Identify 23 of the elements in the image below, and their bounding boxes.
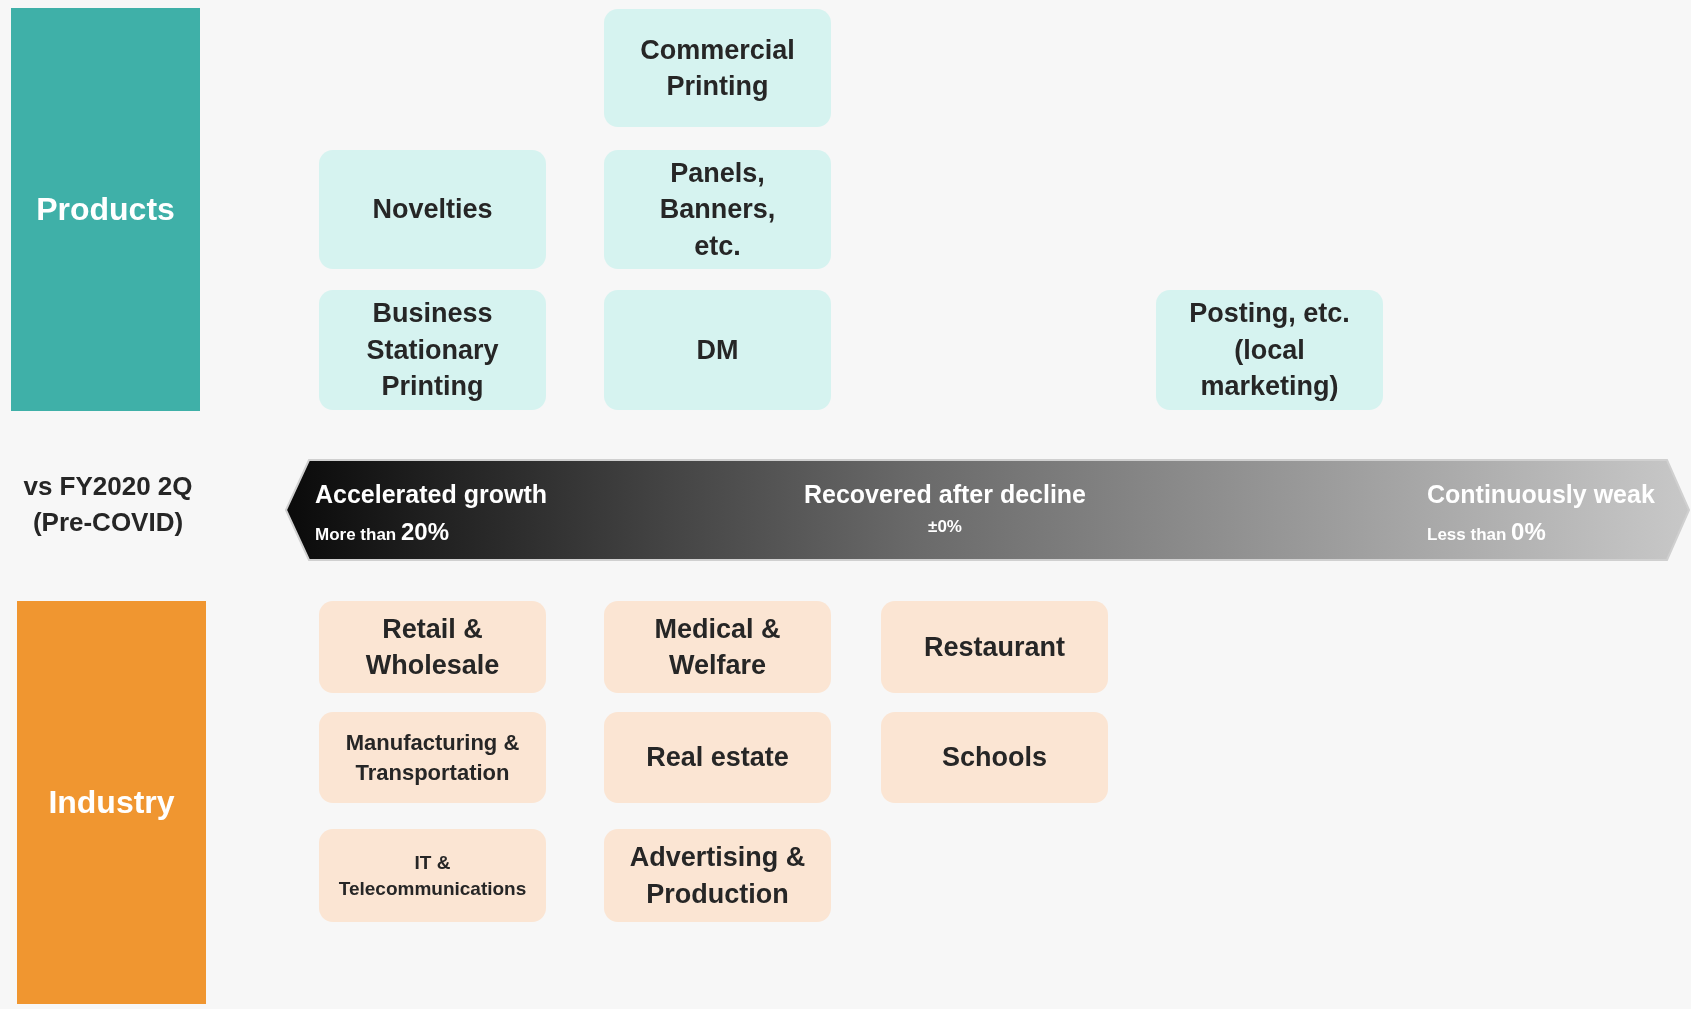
industry-box: Manufacturing & Transportation [319,712,546,803]
scale-value: Less than 0% [1427,516,1547,547]
comparison-label: vs FY2020 2Q (Pre-COVID) [22,470,194,540]
product-box: DM [604,290,831,410]
category-band: Products [11,8,200,411]
product-box: Commercial Printing [604,9,831,127]
industry-box: Retail & Wholesale [319,601,546,693]
industry-box: Medical & Welfare [604,601,831,693]
industry-box: Restaurant [881,601,1108,693]
product-box: Business Stationary Printing [319,290,546,410]
scale-heading: Continuously weak [1427,479,1655,510]
product-box: Posting, etc. (local marketing) [1156,290,1383,410]
scale-value: More than 20% [315,516,450,547]
scale-value: ±0% [927,515,963,538]
industry-box: Schools [881,712,1108,803]
category-band: Industry [17,601,206,1004]
industry-box: Advertising & Production [604,829,831,922]
product-box: Panels, Banners, etc. [604,150,831,269]
scale-heading: Recovered after decline [802,479,1088,510]
product-box: Novelties [319,150,546,269]
industry-box: IT & Telecommunications [319,829,546,922]
scale-heading: Accelerated growth [315,479,547,510]
industry-box: Real estate [604,712,831,803]
